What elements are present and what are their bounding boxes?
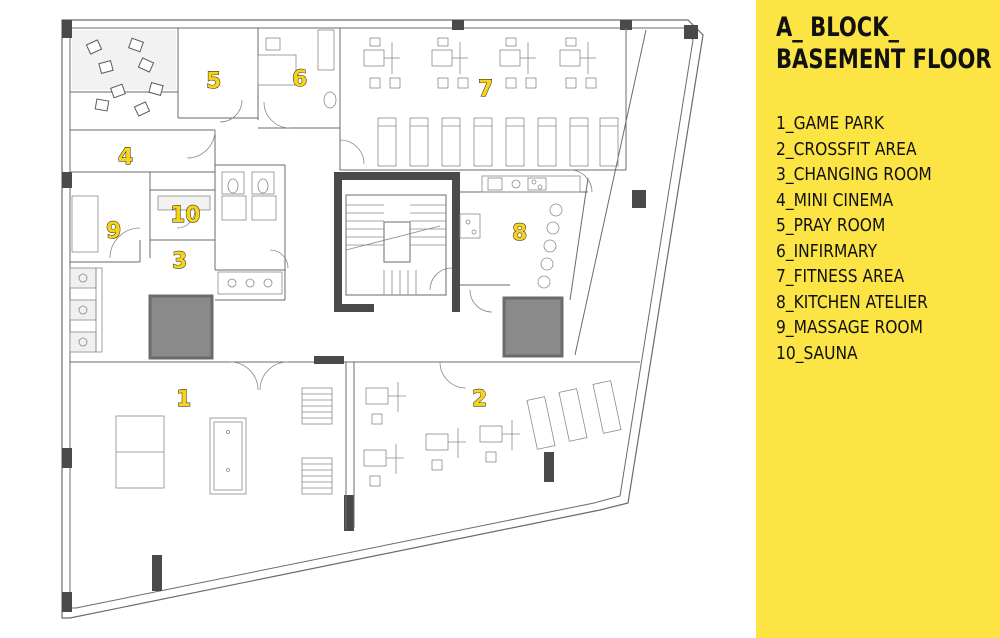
legend-item: 1_GAME PARK <box>776 113 885 134</box>
room-number-6: 6 <box>292 67 307 92</box>
room-numbers: 1 2 3 4 5 6 7 8 9 10 <box>106 67 528 413</box>
room-number-5: 5 <box>206 69 221 94</box>
floor-plan-drawing: 1 2 3 4 5 6 7 8 9 10 <box>61 19 704 619</box>
outer-walls <box>61 19 704 619</box>
legend-item: 9_MASSAGE ROOM <box>776 317 923 338</box>
legend-list: 1_GAME PARK 2_CROSSFIT AREA 3_CHANGING R… <box>776 111 998 366</box>
cinema-seats <box>72 30 176 117</box>
infirmary-furniture <box>257 29 337 109</box>
legend-item: 3_CHANGING ROOM <box>776 164 932 185</box>
legend-item: 10_SAUNA <box>776 342 858 364</box>
legend-panel: A_ BLOCK_ BASEMENT FLOOR 1_GAME PARK 2_C… <box>756 0 1000 638</box>
floor-plan: 1 2 3 4 5 6 7 8 9 10 <box>61 19 704 619</box>
room-number-1: 1 <box>176 387 191 412</box>
kitchen-fixtures <box>459 175 581 289</box>
game-park-furniture <box>115 387 333 495</box>
legend-item: 7_FITNESS AREA <box>776 266 905 287</box>
room-number-4: 4 <box>118 145 133 170</box>
interior-walls <box>70 28 647 530</box>
legend-item: 6_INFIRMARY <box>776 240 878 262</box>
legend-title: A_ BLOCK_ BASEMENT FLOOR <box>776 12 998 76</box>
legend-item: 8_KITCHEN ATELIER <box>776 291 928 313</box>
stairs <box>345 194 447 296</box>
room-number-8: 8 <box>512 221 527 246</box>
crossfit-equipment <box>363 380 622 487</box>
legend-item: 4_MINI CINEMA <box>776 189 894 211</box>
elevators <box>161 307 553 347</box>
room-number-10: 10 <box>170 203 201 228</box>
changing-room-fixtures <box>69 171 283 353</box>
legend-title-block: A_ BLOCK_ <box>776 12 900 43</box>
legend-title-floor: BASEMENT FLOOR <box>776 44 992 75</box>
room-number-7: 7 <box>478 77 493 102</box>
room-number-9: 9 <box>106 219 121 244</box>
room-number-3: 3 <box>172 249 187 274</box>
fitness-equipment <box>363 37 619 167</box>
legend-item: 2_CROSSFIT AREA <box>776 138 917 160</box>
room-number-2: 2 <box>472 387 487 412</box>
doors <box>109 99 593 391</box>
legend-item: 5_PRAY ROOM <box>776 215 886 236</box>
